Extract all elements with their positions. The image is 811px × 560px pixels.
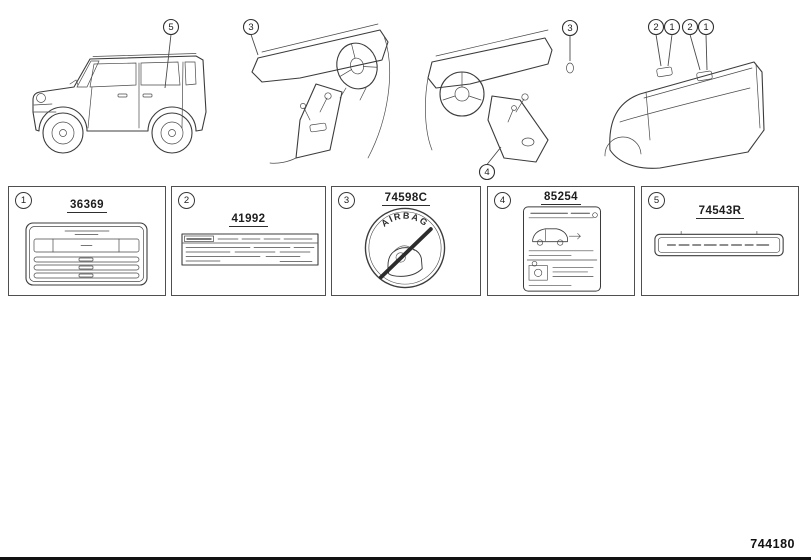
callout-1-b-number: 1 — [703, 22, 708, 33]
part-panel-1: 1 36369 — [8, 186, 166, 296]
panel-4-callout: 4 — [494, 192, 511, 209]
part-number-text: 41992 — [228, 213, 269, 227]
panel-5-callout: 5 — [648, 192, 665, 209]
figure-number: 744180 — [750, 537, 795, 551]
part-number-text: 36369 — [67, 199, 107, 213]
panel-1-callout-number: 1 — [20, 195, 27, 206]
callout-1-a: 1 — [663, 18, 681, 67]
caution-instruction-label-art — [522, 206, 602, 292]
callout-3-left-number: 3 — [248, 22, 253, 33]
callout-2-a: 2 — [647, 18, 665, 67]
callout-3-right: 3 — [561, 19, 579, 61]
callout-2-b: 2 — [681, 18, 701, 71]
panel-5-callout-number: 5 — [653, 195, 660, 206]
part-number-text: 85254 — [541, 191, 581, 205]
part-panel-4: 4 85254 — [487, 186, 635, 296]
prohibition-slash — [378, 227, 433, 280]
callout-1-a-number: 1 — [669, 22, 674, 33]
vehicle-callout-illustrations: 5 3 — [32, 18, 765, 181]
callout-2-a-number: 2 — [653, 22, 658, 33]
callout-2-b-number: 2 — [687, 22, 692, 33]
panel-4-callout-number: 4 — [499, 195, 506, 206]
part-number-label: 41992 — [172, 213, 325, 227]
callout-3-right-number: 3 — [567, 23, 572, 34]
panel-3-callout-number: 3 — [343, 195, 350, 206]
part-number-label: 85254 — [488, 191, 634, 205]
part-panel-2: 2 41992 — [171, 186, 326, 296]
part-panel-3: 3 74598C AIRBAG — [331, 186, 481, 296]
caution-info-label-art — [181, 233, 319, 266]
part-number-label: 74543R — [642, 205, 798, 219]
part-number-label: 36369 — [9, 199, 165, 213]
part-number-text: 74598C — [381, 192, 431, 206]
vehicle-side-view-illustration — [32, 53, 207, 154]
dashboard-left-illustration — [251, 23, 390, 164]
part-number-label: 74598C — [332, 192, 480, 206]
part-number-text: 74543R — [695, 205, 745, 219]
panel-1-callout: 1 — [15, 192, 32, 209]
callout-3-left: 3 — [242, 18, 260, 56]
page-bottom-rule — [0, 557, 811, 560]
airbag-warning-label-art: AIRBAG — [364, 207, 446, 289]
part-panel-5: 5 74543R — [641, 186, 799, 296]
dashboard-right-illustration — [425, 29, 574, 163]
panel-2-callout-number: 2 — [183, 195, 190, 206]
callout-4-number: 4 — [484, 167, 489, 178]
callout-4: 4 — [478, 146, 502, 181]
rear-quarter-illustration — [604, 61, 765, 169]
callout-5: 5 — [162, 18, 180, 89]
callout-5-number: 5 — [168, 22, 173, 33]
shift-pattern-label-art — [25, 222, 148, 286]
callout-1-b: 1 — [697, 18, 715, 71]
panel-3-callout: 3 — [338, 192, 355, 209]
panel-2-callout: 2 — [178, 192, 195, 209]
strip-label-art — [654, 231, 784, 257]
